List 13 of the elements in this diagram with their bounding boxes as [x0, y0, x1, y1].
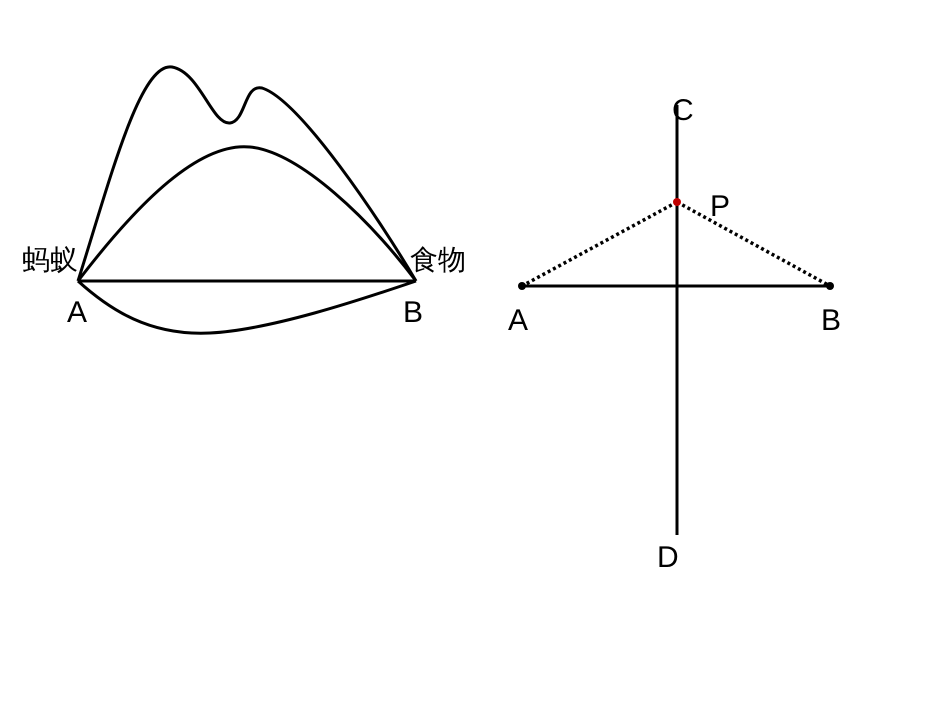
curved-path [76, 146, 418, 282]
point-label: D [657, 543, 679, 573]
curved-path [76, 66, 418, 282]
curved-path [77, 280, 416, 335]
place-label: 食物 [410, 246, 466, 274]
point-label: P [710, 192, 730, 222]
point-label: B [821, 306, 842, 336]
point-label: A [67, 298, 88, 328]
line-segment [78, 280, 416, 282]
line-segment [676, 105, 678, 535]
place-label: 蚂蚁 [22, 246, 78, 274]
point-label: B [403, 298, 424, 328]
point-label: A [508, 306, 528, 336]
